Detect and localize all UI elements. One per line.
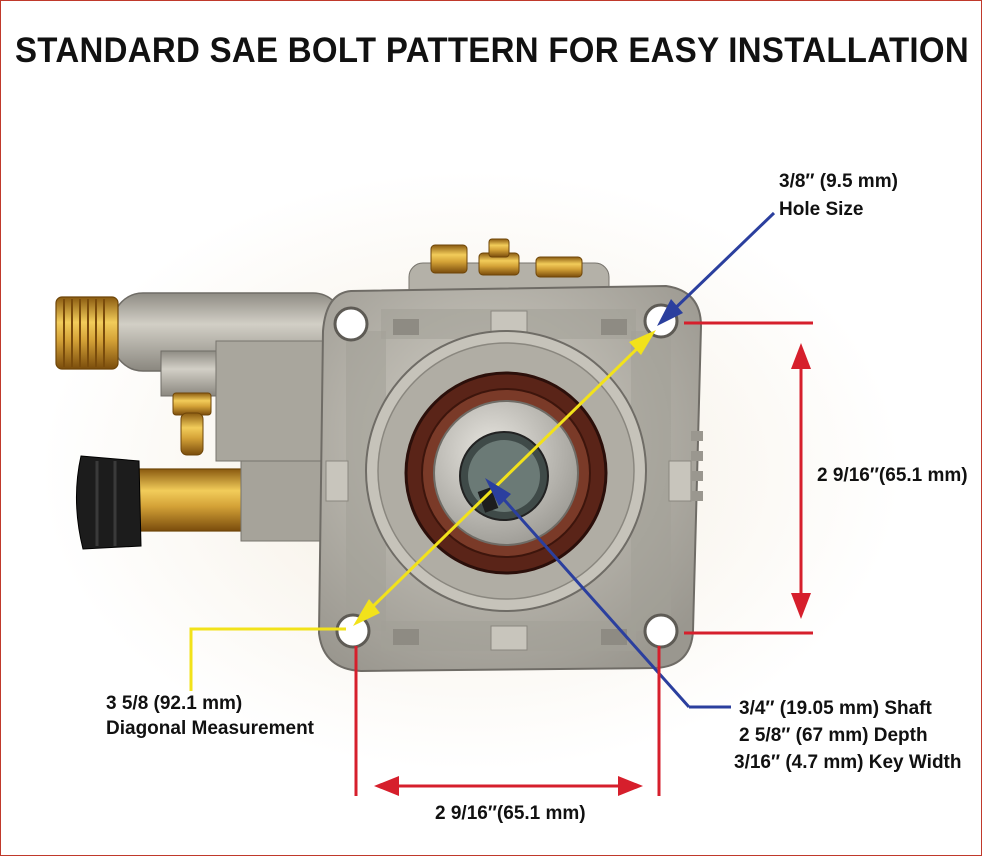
diagonal-value: 3 5/8 (92.1 mm) — [106, 693, 243, 714]
diagonal-measurement-line — [189, 330, 656, 691]
hole-size-value: 3/8″ (9.5 mm) — [779, 171, 898, 192]
shaft-keyway — [477, 487, 499, 513]
brass-outlet-fitting — [55, 296, 119, 370]
hole-size-caption: Hole Size — [779, 199, 864, 220]
outlet-manifold — [112, 292, 344, 462]
shaft-size-label: 3/4″ (19.05 mm) Shaft — [739, 698, 932, 719]
key-width-label: 3/16″ (4.7 mm) Key Width — [734, 752, 962, 773]
horizontal-spacing-label: 2 9/16″(65.1 mm) — [435, 803, 586, 824]
page-title: STANDARD SAE BOLT PATTERN FOR EASY INSTA… — [15, 29, 969, 70]
bolt-hole-bottom-right — [643, 613, 679, 649]
dimension-lines — [354, 321, 813, 796]
diagonal-caption: Diagonal Measurement — [106, 718, 314, 739]
pointer-lines — [485, 211, 776, 709]
shaft-housing — [365, 330, 647, 612]
brass-nipple-fitting — [172, 392, 212, 456]
inlet-fitting — [76, 455, 332, 550]
vertical-spacing-label: 2 9/16″(65.1 mm) — [817, 465, 968, 486]
bolt-hole-bottom-left — [335, 613, 371, 649]
bolt-hole-top-left — [333, 306, 369, 342]
shaft-depth-label: 2 5/8″ (67 mm) Depth — [739, 725, 928, 746]
